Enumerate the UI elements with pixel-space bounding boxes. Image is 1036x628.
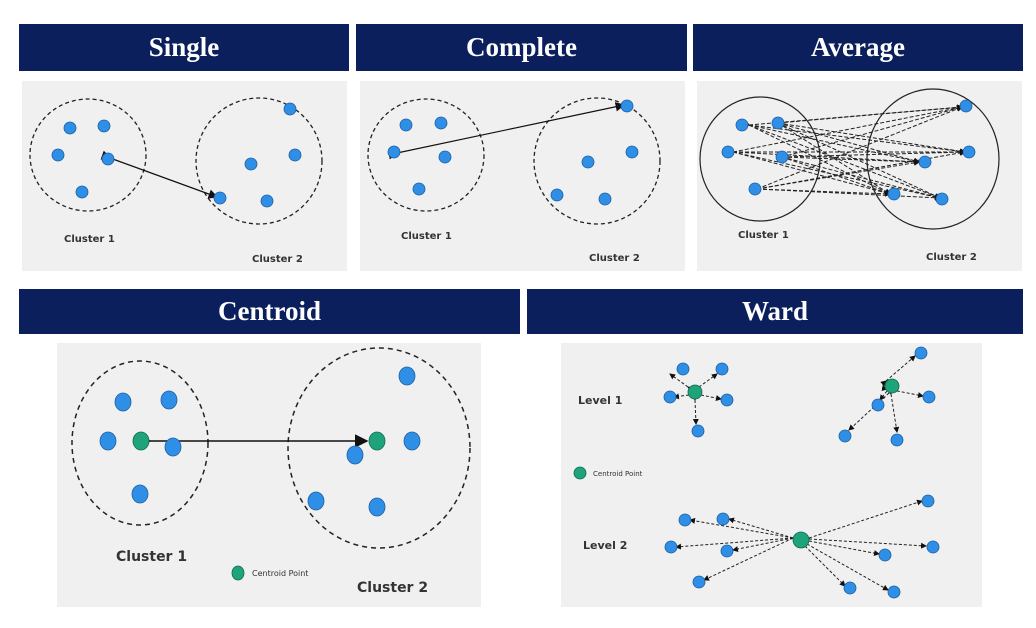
point [843,581,857,595]
point [871,398,885,412]
point [434,116,448,130]
legend-centroid-marker [231,565,245,581]
point [838,429,852,443]
cluster-1-boundary [367,98,485,212]
point [213,191,227,205]
point [678,513,692,527]
point [716,512,730,526]
point [307,491,325,511]
header-complete: Complete [356,24,687,71]
point [581,155,595,169]
point [101,152,115,166]
point [283,102,297,116]
cluster-2-boundary [287,347,471,549]
point [164,437,182,457]
header-single: Single [19,24,349,71]
centroid-linkage-panel: Cluster 1 Cluster 2 Centroid Point [57,343,481,607]
point [550,188,564,202]
cluster-1-label: Cluster 1 [116,549,187,565]
point [887,187,901,201]
point [387,145,401,159]
point [878,548,892,562]
point [721,145,735,159]
centroid-point [132,431,150,451]
centroid-point [792,531,810,549]
cluster-1-label: Cluster 1 [401,231,452,242]
point [663,390,677,404]
point [288,148,302,162]
cluster-2-label: Cluster 2 [357,580,428,596]
point [715,362,729,376]
point [692,575,706,589]
cluster-2-label: Cluster 2 [589,253,640,264]
centroid-point [368,431,386,451]
point [890,433,904,447]
legend-centroid-marker [573,466,587,480]
point [399,118,413,132]
cluster-2-boundary [866,88,1000,230]
point [368,497,386,517]
cluster-1-label: Cluster 1 [64,234,115,245]
point [260,194,274,208]
point [735,118,749,132]
point [775,150,789,164]
point [914,346,928,360]
level-2-label: Level 2 [583,539,627,552]
level-1-label: Level 1 [578,394,622,407]
point [99,431,117,451]
point [244,157,258,171]
point [921,494,935,508]
point [75,185,89,199]
point [438,150,452,164]
point [771,116,785,130]
point [160,390,178,410]
link-line [100,150,219,199]
header-average: Average [693,24,1023,71]
header-ward: Ward [527,289,1023,334]
point [959,99,973,113]
point [114,392,132,412]
point [918,155,932,169]
point [625,145,639,159]
point [922,390,936,404]
point [51,148,65,162]
point [97,119,111,133]
point [720,393,734,407]
point [887,585,901,599]
point [598,192,612,206]
point [346,445,364,465]
link-line [387,102,626,160]
point [403,431,421,451]
centroid-point [884,378,900,394]
single-linkage-panel: Cluster 1 Cluster 2 [22,81,347,271]
point [664,540,678,554]
cluster-1-label: Cluster 1 [738,230,789,241]
point [412,182,426,196]
cluster-2-boundary [195,97,323,225]
point [131,484,149,504]
cluster-2-boundary [533,97,661,225]
average-linkage-panel: Cluster 1 Cluster 2 [697,81,1022,271]
point [676,362,690,376]
point [926,540,940,554]
point [720,544,734,558]
cluster-2-label: Cluster 2 [926,252,977,263]
point [748,182,762,196]
centroid-point [687,384,703,400]
complete-linkage-panel: Cluster 1 Cluster 2 [360,81,685,271]
point [620,99,634,113]
point [398,366,416,386]
legend-centroid-label: Centroid Point [593,470,643,478]
point [935,192,949,206]
point [962,145,976,159]
point [691,424,705,438]
header-centroid: Centroid [19,289,520,334]
point [63,121,77,135]
ward-linkage-panel: Level 1 Level 2 Centroid Point [561,343,982,607]
cluster-2-label: Cluster 2 [252,254,303,265]
legend-centroid-label: Centroid Point [252,569,308,578]
